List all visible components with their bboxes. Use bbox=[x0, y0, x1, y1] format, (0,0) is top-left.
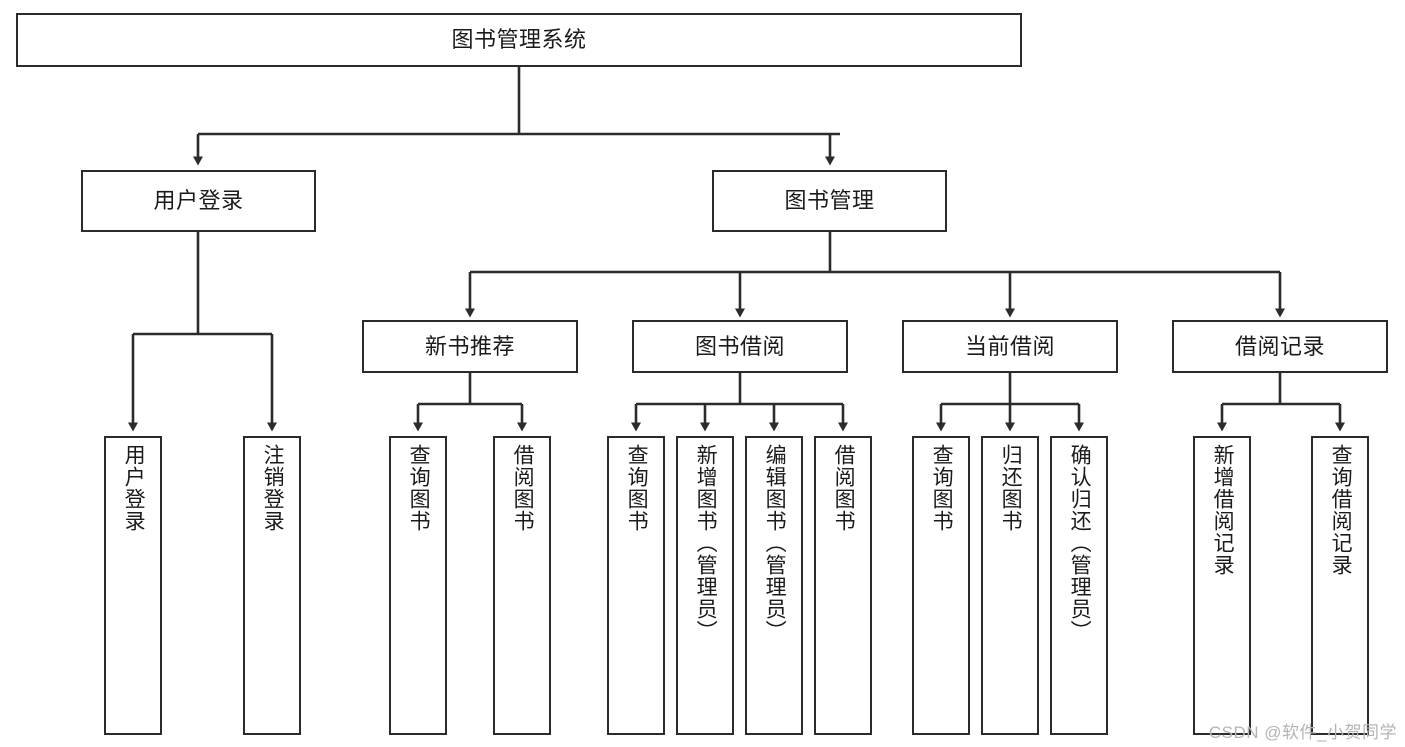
leaf-borrow-record-1[interactable]: 新增借阅记录 bbox=[1193, 436, 1251, 735]
node-book-borrow-label: 图书借阅 bbox=[694, 333, 785, 359]
node-user-login-label: 用户登录 bbox=[153, 188, 244, 214]
node-book-management[interactable]: 图书管理 bbox=[712, 170, 947, 232]
node-root-label: 图书管理系统 bbox=[451, 27, 587, 53]
node-new-book-recommend-label: 新书推荐 bbox=[424, 333, 515, 359]
leaf-current-borrow-3[interactable]: 确认归还（管理员） bbox=[1050, 436, 1108, 735]
leaf-book-borrow-2-label: 新增图书（管理员） bbox=[694, 444, 718, 642]
leaf-book-borrow-4[interactable]: 借阅图书 bbox=[814, 436, 872, 735]
node-root[interactable]: 图书管理系统 bbox=[16, 13, 1022, 67]
leaf-borrow-record-1-label: 新增借阅记录 bbox=[1211, 444, 1235, 576]
node-current-borrow[interactable]: 当前借阅 bbox=[902, 320, 1118, 373]
leaf-new-book-1-label: 查询图书 bbox=[407, 444, 431, 532]
leaf-book-borrow-4-label: 借阅图书 bbox=[832, 444, 856, 532]
leaf-borrow-record-2-label: 查询借阅记录 bbox=[1329, 444, 1353, 576]
node-current-borrow-label: 当前借阅 bbox=[964, 333, 1055, 359]
leaf-new-book-1[interactable]: 查询图书 bbox=[389, 436, 447, 735]
leaf-book-borrow-3[interactable]: 编辑图书（管理员） bbox=[745, 436, 803, 735]
leaf-current-borrow-1[interactable]: 查询图书 bbox=[912, 436, 970, 735]
leaf-book-borrow-1[interactable]: 查询图书 bbox=[607, 436, 665, 735]
node-borrow-record[interactable]: 借阅记录 bbox=[1172, 320, 1388, 373]
leaf-current-borrow-1-label: 查询图书 bbox=[930, 444, 954, 532]
leaf-new-book-2[interactable]: 借阅图书 bbox=[493, 436, 551, 735]
node-new-book-recommend[interactable]: 新书推荐 bbox=[362, 320, 578, 373]
leaf-current-borrow-2-label: 归还图书 bbox=[999, 444, 1023, 532]
leaf-user-login-1-label: 用户登录 bbox=[122, 444, 146, 532]
node-book-management-label: 图书管理 bbox=[784, 188, 875, 214]
leaf-user-login-2-label: 注销登录 bbox=[261, 444, 285, 532]
leaf-user-login-2[interactable]: 注销登录 bbox=[243, 436, 301, 735]
leaf-book-borrow-3-label: 编辑图书（管理员） bbox=[763, 444, 787, 642]
leaf-current-borrow-2[interactable]: 归还图书 bbox=[981, 436, 1039, 735]
node-borrow-record-label: 借阅记录 bbox=[1234, 333, 1325, 359]
csdn-watermark: CSDN @软件_小贺同学 bbox=[1208, 723, 1397, 742]
leaf-user-login-1[interactable]: 用户登录 bbox=[104, 436, 162, 735]
leaf-book-borrow-2[interactable]: 新增图书（管理员） bbox=[676, 436, 734, 735]
leaf-borrow-record-2[interactable]: 查询借阅记录 bbox=[1311, 436, 1369, 735]
leaf-book-borrow-1-label: 查询图书 bbox=[625, 444, 649, 532]
node-user-login[interactable]: 用户登录 bbox=[81, 170, 316, 232]
leaf-current-borrow-3-label: 确认归还（管理员） bbox=[1068, 444, 1092, 642]
leaf-new-book-2-label: 借阅图书 bbox=[511, 444, 535, 532]
node-book-borrow[interactable]: 图书借阅 bbox=[632, 320, 848, 373]
